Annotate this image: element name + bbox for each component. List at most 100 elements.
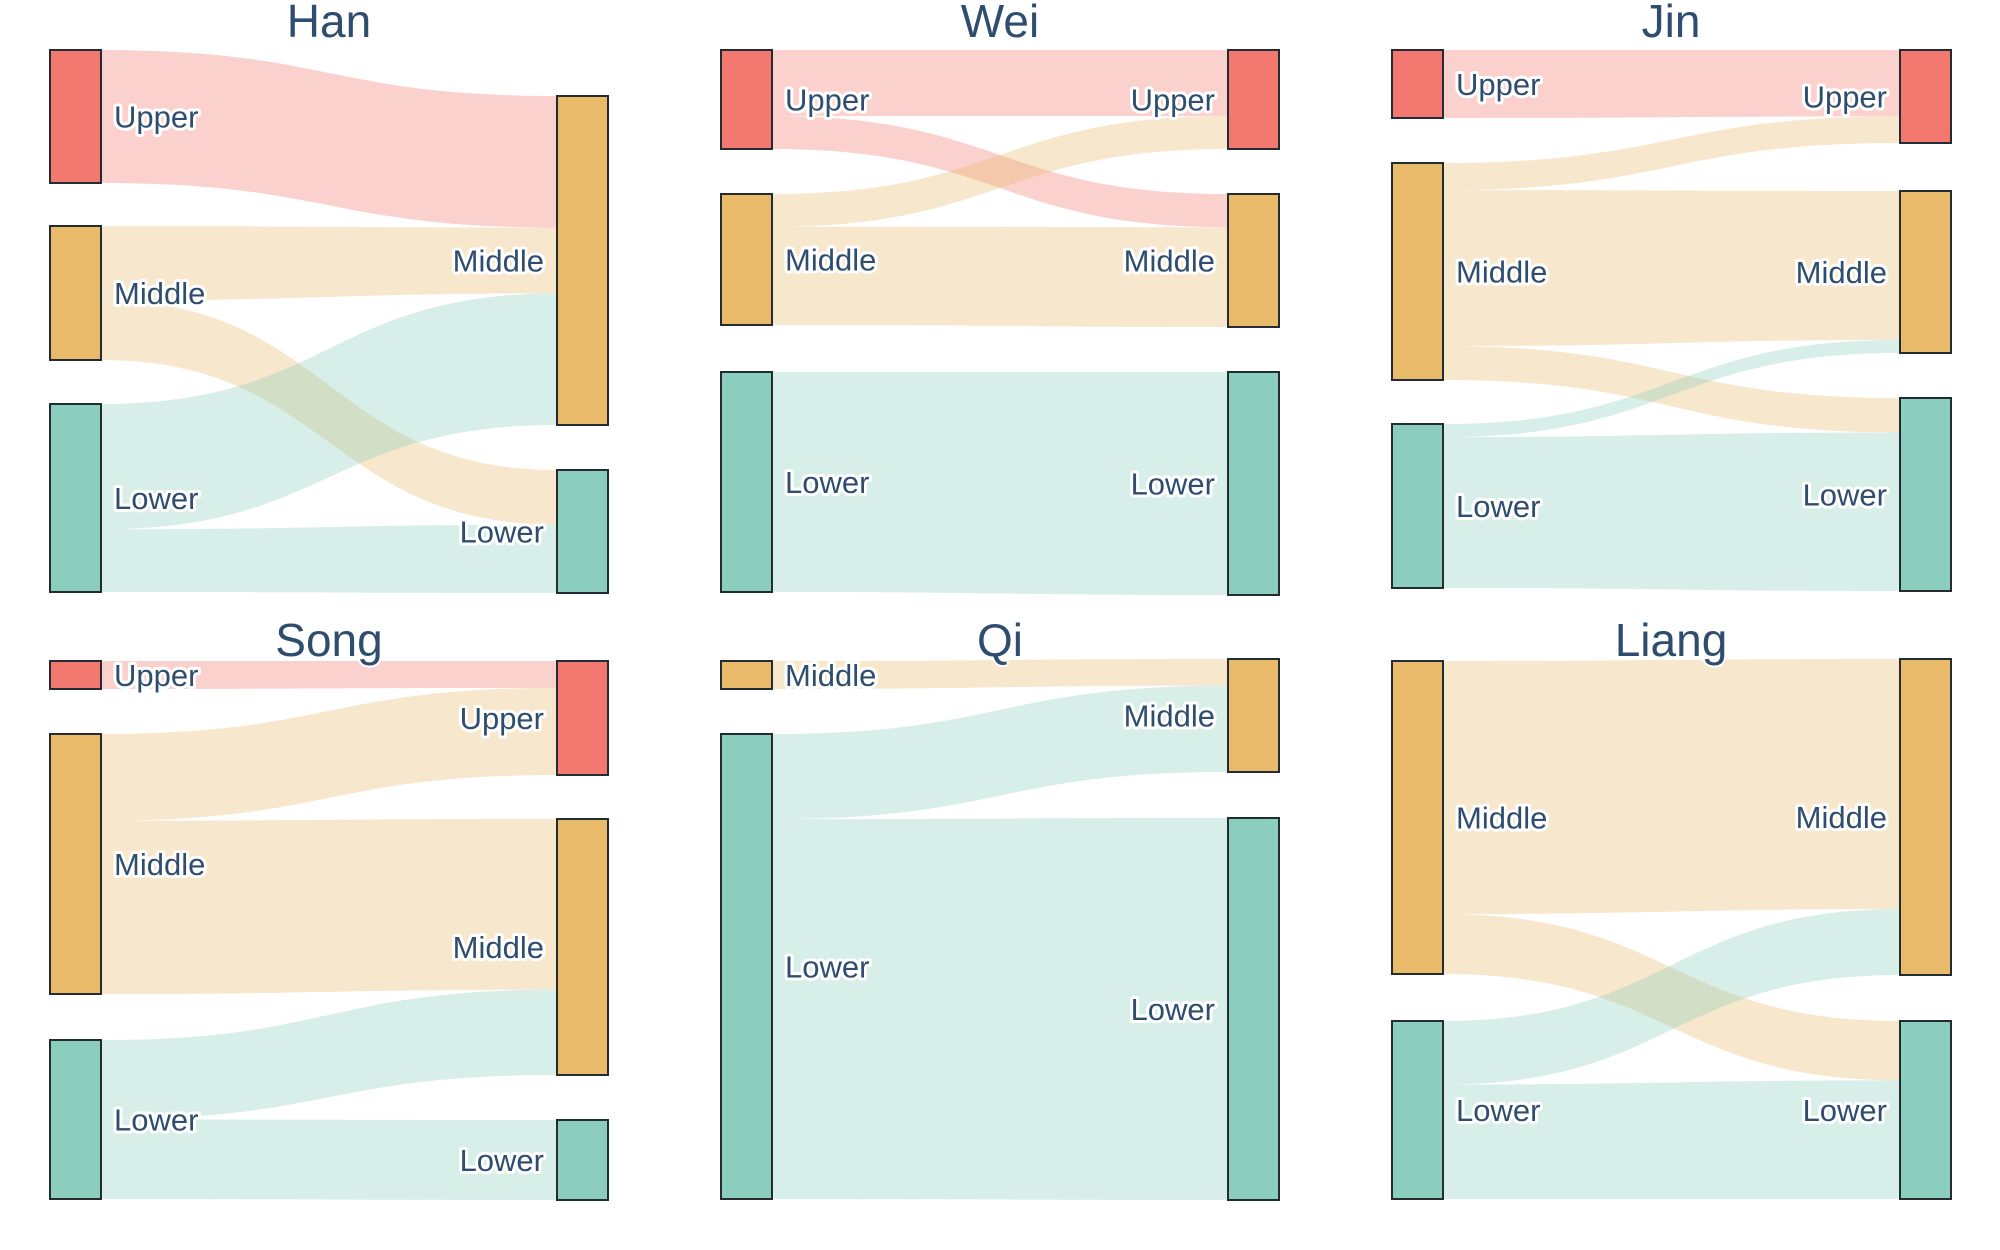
label-song-left-middle: Middle — [114, 847, 205, 882]
node-jin-left-upper[interactable] — [1391, 49, 1444, 119]
panel-title-qi: Qi — [977, 614, 1023, 666]
panel-title-wei: Wei — [961, 0, 1039, 47]
label-wei-left-upper: Upper — [785, 83, 869, 118]
label-jin-left-lower: Lower — [1456, 489, 1540, 524]
node-jin-right-upper[interactable] — [1899, 49, 1952, 144]
node-han-right-lower[interactable] — [556, 469, 609, 594]
label-wei-left-lower: Lower — [785, 465, 869, 500]
label-jin-left-middle: Middle — [1456, 255, 1547, 290]
node-song-left-lower[interactable] — [49, 1039, 102, 1200]
label-qi-left-lower: Lower — [785, 950, 869, 985]
flow-jin-middle-to-middle[interactable] — [1443, 190, 1900, 347]
label-liang-left-lower: Lower — [1456, 1093, 1540, 1128]
label-jin-right-upper: Upper — [1803, 80, 1887, 115]
label-song-right-lower: Lower — [460, 1143, 544, 1178]
node-jin-right-middle[interactable] — [1899, 190, 1952, 354]
label-han-right-lower: Lower — [460, 515, 544, 550]
flow-wei-upper-to-middle[interactable] — [772, 116, 1228, 228]
label-wei-left-middle: Middle — [785, 243, 876, 278]
flow-qi-lower-to-lower[interactable] — [772, 818, 1228, 1200]
node-qi-right-lower[interactable] — [1227, 817, 1280, 1201]
node-han-left-upper[interactable] — [49, 49, 102, 184]
flow-wei-lower-to-lower[interactable] — [772, 372, 1228, 595]
node-qi-left-lower[interactable] — [720, 733, 773, 1200]
node-song-right-lower[interactable] — [556, 1119, 609, 1201]
panel-title-liang: Liang — [1615, 614, 1728, 666]
flow-han-lower-to-lower[interactable] — [101, 524, 557, 593]
label-jin-right-middle: Middle — [1796, 255, 1887, 290]
node-jin-left-middle[interactable] — [1391, 162, 1444, 381]
label-liang-right-middle: Middle — [1796, 800, 1887, 835]
flow-song-middle-to-upper[interactable] — [101, 687, 557, 821]
node-wei-right-middle[interactable] — [1227, 193, 1280, 328]
label-jin-left-upper: Upper — [1456, 67, 1540, 102]
flow-liang-lower-to-lower[interactable] — [1443, 1080, 1900, 1199]
label-song-right-middle: Middle — [453, 930, 544, 965]
node-song-right-upper[interactable] — [556, 660, 609, 776]
node-jin-left-lower[interactable] — [1391, 423, 1444, 589]
flow-jin-middle-to-lower[interactable] — [1443, 346, 1900, 433]
label-wei-right-upper: Upper — [1131, 83, 1215, 118]
node-jin-right-lower[interactable] — [1899, 397, 1952, 592]
flow-wei-middle-to-upper[interactable] — [772, 116, 1228, 227]
label-wei-right-lower: Lower — [1131, 467, 1215, 502]
panel-title-jin: Jin — [1642, 0, 1701, 47]
node-liang-right-middle[interactable] — [1899, 658, 1952, 976]
label-han-left-lower: Lower — [114, 481, 198, 516]
label-jin-right-lower: Lower — [1803, 478, 1887, 513]
node-wei-left-middle[interactable] — [720, 193, 773, 326]
flow-liang-middle-to-lower[interactable] — [1443, 914, 1900, 1081]
node-han-right-middle[interactable] — [556, 95, 609, 426]
node-wei-left-upper[interactable] — [720, 49, 773, 150]
node-han-left-middle[interactable] — [49, 225, 102, 361]
label-song-left-upper: Upper — [114, 658, 198, 693]
node-liang-right-lower[interactable] — [1899, 1020, 1952, 1200]
label-song-left-lower: Lower — [114, 1103, 198, 1138]
panel-title-song: Song — [275, 614, 382, 666]
flow-han-lower-to-middle[interactable] — [101, 293, 557, 530]
flow-wei-upper-to-upper[interactable] — [772, 50, 1228, 116]
flow-jin-middle-to-upper[interactable] — [1443, 116, 1900, 191]
node-song-left-upper[interactable] — [49, 660, 102, 690]
flow-qi-middle-to-middle[interactable] — [772, 659, 1228, 689]
label-song-right-upper: Upper — [460, 701, 544, 736]
node-song-left-middle[interactable] — [49, 733, 102, 995]
flow-han-upper-to-middle[interactable] — [101, 50, 557, 228]
flow-liang-middle-to-middle[interactable] — [1443, 659, 1900, 915]
node-song-right-middle[interactable] — [556, 818, 609, 1076]
flow-han-middle-to-middle[interactable] — [101, 226, 557, 301]
flow-song-upper-to-upper[interactable] — [101, 661, 557, 689]
flow-jin-upper-to-upper[interactable] — [1443, 50, 1900, 118]
flow-song-middle-to-middle[interactable] — [101, 819, 557, 994]
flow-qi-lower-to-middle[interactable] — [772, 685, 1228, 820]
panel-title-han: Han — [287, 0, 371, 47]
node-qi-left-middle[interactable] — [720, 660, 773, 690]
label-qi-right-lower: Lower — [1131, 992, 1215, 1027]
flow-liang-lower-to-middle[interactable] — [1443, 909, 1900, 1085]
node-wei-right-lower[interactable] — [1227, 371, 1280, 596]
label-liang-right-lower: Lower — [1803, 1093, 1887, 1128]
label-han-left-middle: Middle — [114, 276, 205, 311]
node-han-left-lower[interactable] — [49, 403, 102, 593]
node-qi-right-middle[interactable] — [1227, 658, 1280, 773]
node-liang-left-middle[interactable] — [1391, 660, 1444, 975]
flow-jin-lower-to-middle[interactable] — [1443, 340, 1900, 438]
node-wei-left-lower[interactable] — [720, 371, 773, 593]
flow-song-lower-to-middle[interactable] — [101, 989, 557, 1120]
flow-song-lower-to-lower[interactable] — [101, 1119, 557, 1201]
flow-jin-lower-to-lower[interactable] — [1443, 432, 1900, 591]
node-wei-right-upper[interactable] — [1227, 49, 1280, 150]
flow-han-middle-to-lower[interactable] — [101, 300, 557, 525]
node-liang-left-lower[interactable] — [1391, 1020, 1444, 1200]
flow-wei-middle-to-middle[interactable] — [772, 226, 1228, 327]
label-han-right-middle: Middle — [453, 244, 544, 279]
label-han-left-upper: Upper — [114, 100, 198, 135]
